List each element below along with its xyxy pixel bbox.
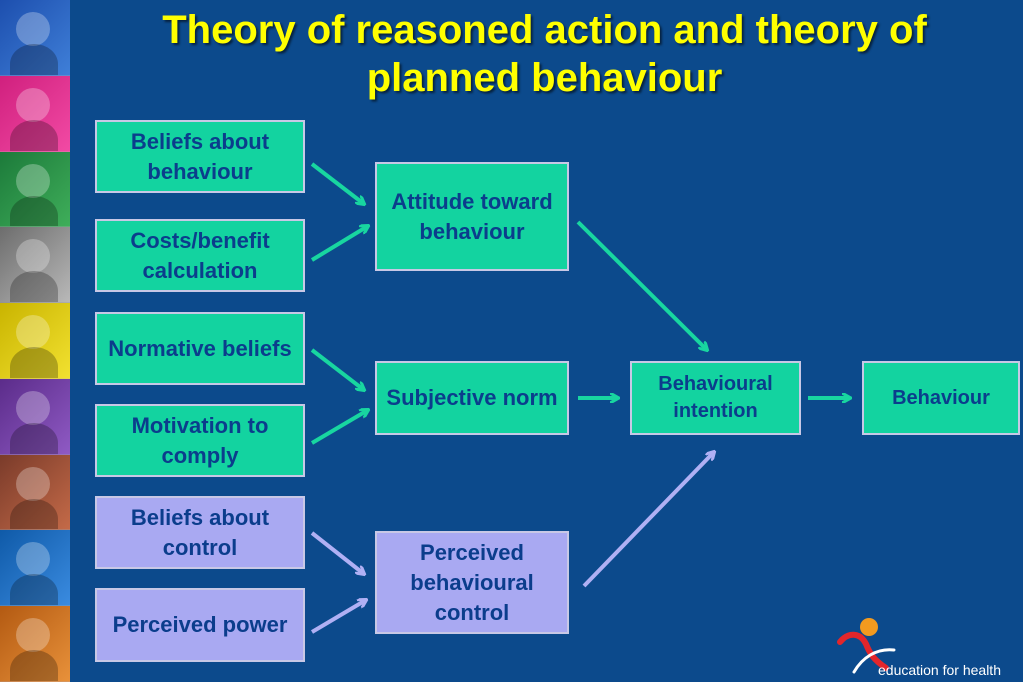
photo-tile xyxy=(0,227,70,304)
arrow-perceived-control-to-intention xyxy=(582,452,714,588)
education-for-health-logo xyxy=(837,618,896,674)
arrow-attitude-to-intention xyxy=(576,220,707,350)
photo-tile xyxy=(0,151,70,228)
node-behaviour: Behaviour xyxy=(862,361,1020,435)
slide-title: Theory of reasoned action and theory of … xyxy=(162,8,927,100)
node-costs-benefit-calculation: Costs/benefit calculation xyxy=(95,219,305,292)
arrow-power-to-perceived-control xyxy=(310,600,366,634)
photo-strip xyxy=(0,0,70,682)
photo-tile xyxy=(0,303,70,379)
logo-text: education for health xyxy=(878,662,1001,678)
arrow-control-beliefs-to-perceived-control xyxy=(310,531,364,574)
node-beliefs-about-control: Beliefs about control xyxy=(95,496,305,569)
photo-tile xyxy=(0,0,70,76)
node-attitude-toward-behaviour: Attitude toward behaviour xyxy=(375,162,569,271)
arrow-motivation-to-norm xyxy=(310,410,368,445)
arrow-beliefs-to-attitude xyxy=(310,162,364,204)
node-subjective-norm: Subjective norm xyxy=(375,361,569,435)
arrow-normative-to-norm xyxy=(310,348,364,390)
node-motivation-to-comply: Motivation to comply xyxy=(95,404,305,477)
node-behavioural-intention: Behavioural intention xyxy=(630,361,801,435)
node-perceived-power: Perceived power xyxy=(95,588,305,662)
node-beliefs-about-behaviour: Beliefs about behaviour xyxy=(95,120,305,193)
photo-tile xyxy=(0,530,70,607)
photo-tile xyxy=(0,75,70,152)
photo-tile xyxy=(0,606,70,682)
node-perceived-behavioural-control: Perceived behavioural control xyxy=(375,531,569,634)
photo-tile xyxy=(0,454,70,531)
node-normative-beliefs: Normative beliefs xyxy=(95,312,305,385)
arrow-costs-to-attitude xyxy=(310,226,368,262)
photo-tile xyxy=(0,378,70,455)
